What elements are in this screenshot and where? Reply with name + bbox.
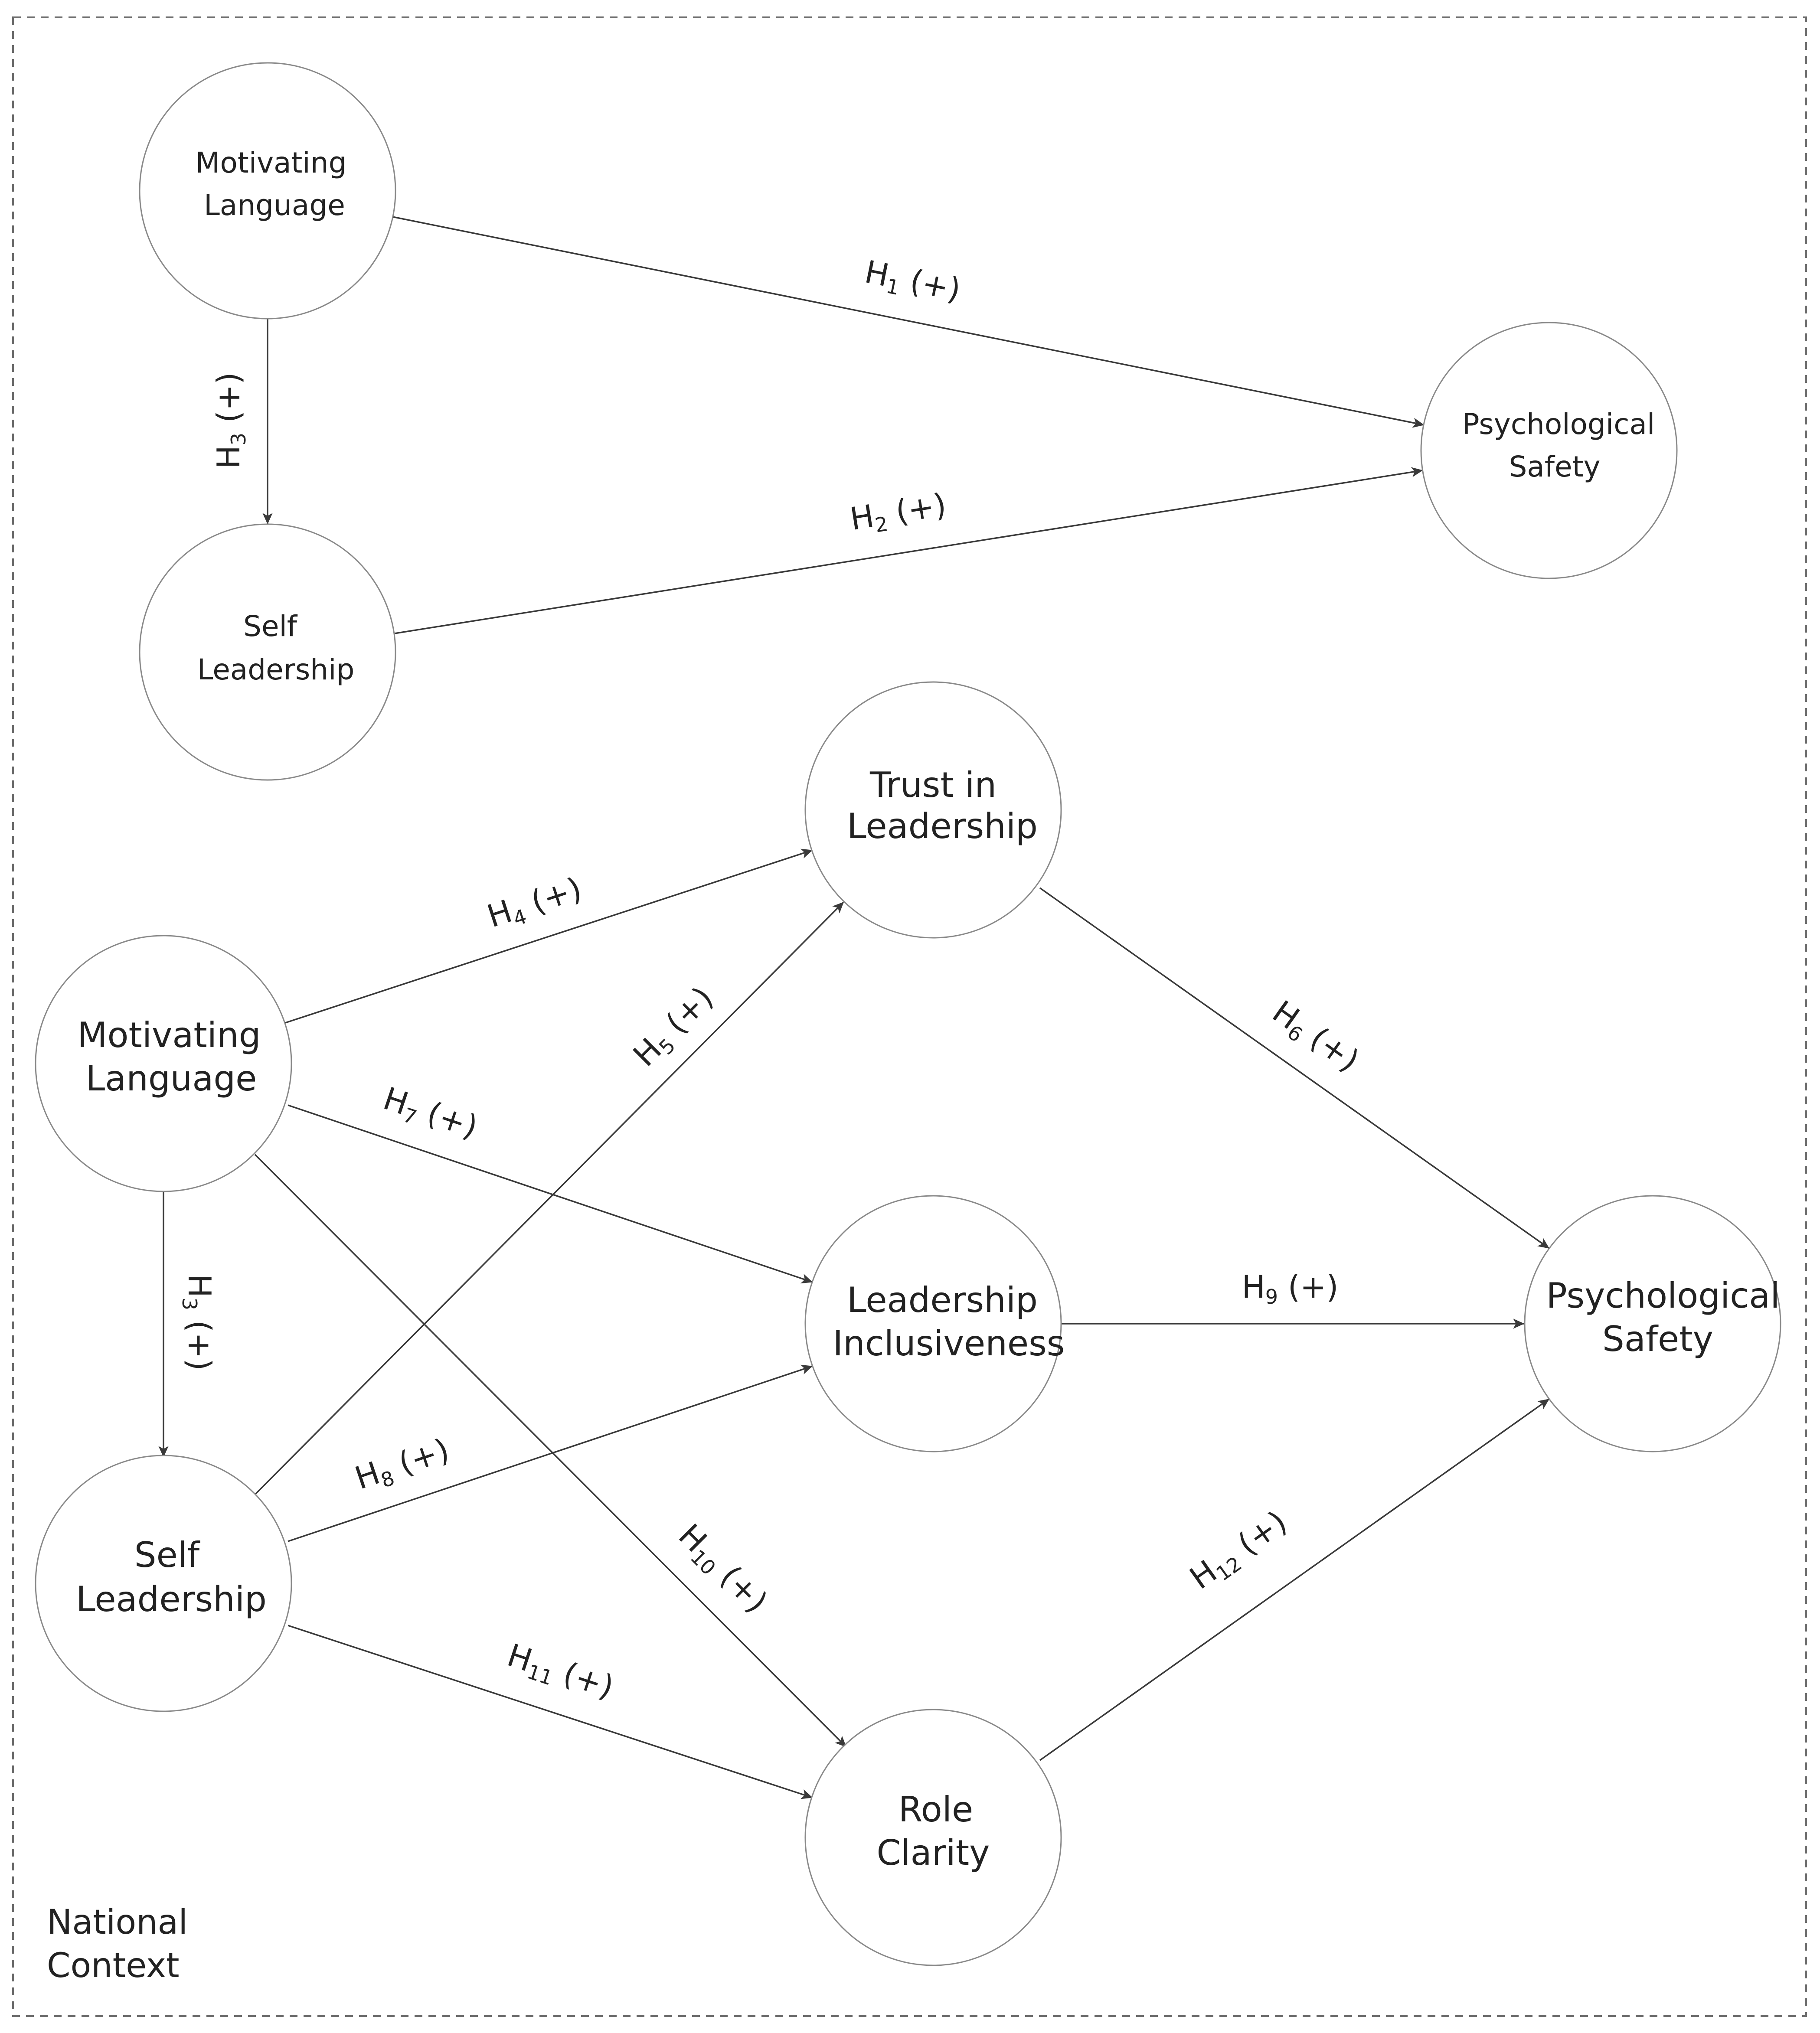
- national-context-frame: [12, 16, 1807, 2017]
- hypothesis-label-h8: H8 (+): [350, 1431, 455, 1500]
- hypothesis-label-h1: H1 (+): [861, 253, 964, 311]
- node-label-line1: Motivating: [77, 1015, 261, 1055]
- node-label-line2: Leadership: [197, 653, 355, 686]
- node-top-psychological-safety: Psychological Safety: [1420, 322, 1678, 579]
- hypothesis-label-h6: H6 (+): [1264, 993, 1366, 1082]
- edge-h5: [254, 901, 844, 1495]
- node-motivating-language: Motivating Language: [35, 935, 292, 1192]
- node-label-line1: Self: [134, 1535, 200, 1575]
- edge-h7: [288, 1104, 813, 1284]
- node-label-line2: Safety: [1509, 450, 1600, 483]
- node-label-line1: Self: [243, 610, 298, 643]
- node-label-line2: Safety: [1602, 1319, 1713, 1359]
- node-psychological-safety: Psychological Safety: [1524, 1195, 1781, 1452]
- edge-h4: [285, 848, 813, 1024]
- hypothesis-label-h11: H11 (+): [502, 1637, 618, 1709]
- edge-h1: [392, 216, 1425, 428]
- node-label-line1: Psychological: [1546, 1276, 1780, 1316]
- hypothesis-label-h4: H4 (+): [483, 870, 587, 938]
- edge-h6: [1039, 887, 1550, 1249]
- hypothesis-label-h10: H10 (+): [669, 1517, 774, 1622]
- hypothesis-label-h9: H9 (+): [1242, 1269, 1339, 1309]
- node-trust-in-leadership: Trust in Leadership: [804, 681, 1062, 939]
- node-self-leadership: Self Leadership: [35, 1455, 292, 1712]
- node-label-line1: Leadership: [847, 1280, 1038, 1320]
- hypothesis-label-h3-bottom: H3 (+): [178, 1274, 218, 1371]
- edge-h10: [254, 1154, 847, 1748]
- node-label-line1: Psychological: [1462, 408, 1655, 441]
- node-role-clarity: Role Clarity: [804, 1709, 1062, 1966]
- edge-h11: [288, 1625, 813, 1799]
- node-top-self-leadership: Self Leadership: [139, 523, 396, 781]
- node-label-line2: Leadership: [847, 806, 1038, 846]
- node-label-line1: Trust in: [869, 765, 997, 805]
- node-label-line2: Inclusiveness: [833, 1323, 1065, 1364]
- hypothesis-label-h5: H5 (+): [626, 979, 723, 1076]
- edge-h12: [1039, 1398, 1550, 1761]
- context-label-line1: National: [47, 1903, 188, 1942]
- node-label-line1: Motivating: [196, 146, 347, 179]
- node-leadership-inclusiveness: Leadership Inclusiveness: [804, 1195, 1065, 1452]
- edge-h8: [288, 1364, 813, 1542]
- node-label-line2: Language: [86, 1058, 257, 1099]
- node-label-line1: Role: [899, 1789, 973, 1830]
- hypothesis-label-h12: H12 (+): [1183, 1503, 1295, 1599]
- edge-h2: [394, 467, 1423, 634]
- node-top-motivating-language: Motivating Language: [139, 62, 396, 320]
- node-label-line2: Leadership: [76, 1579, 267, 1619]
- hypothesis-label-h3-top: H3 (+): [210, 372, 250, 469]
- node-label-line2: Clarity: [877, 1833, 990, 1873]
- hypothesis-label-h7: H7 (+): [378, 1080, 482, 1149]
- hypothesis-label-h2: H2 (+): [847, 486, 949, 541]
- node-label-line2: Language: [204, 189, 345, 222]
- context-label-line2: Context: [47, 1946, 180, 1985]
